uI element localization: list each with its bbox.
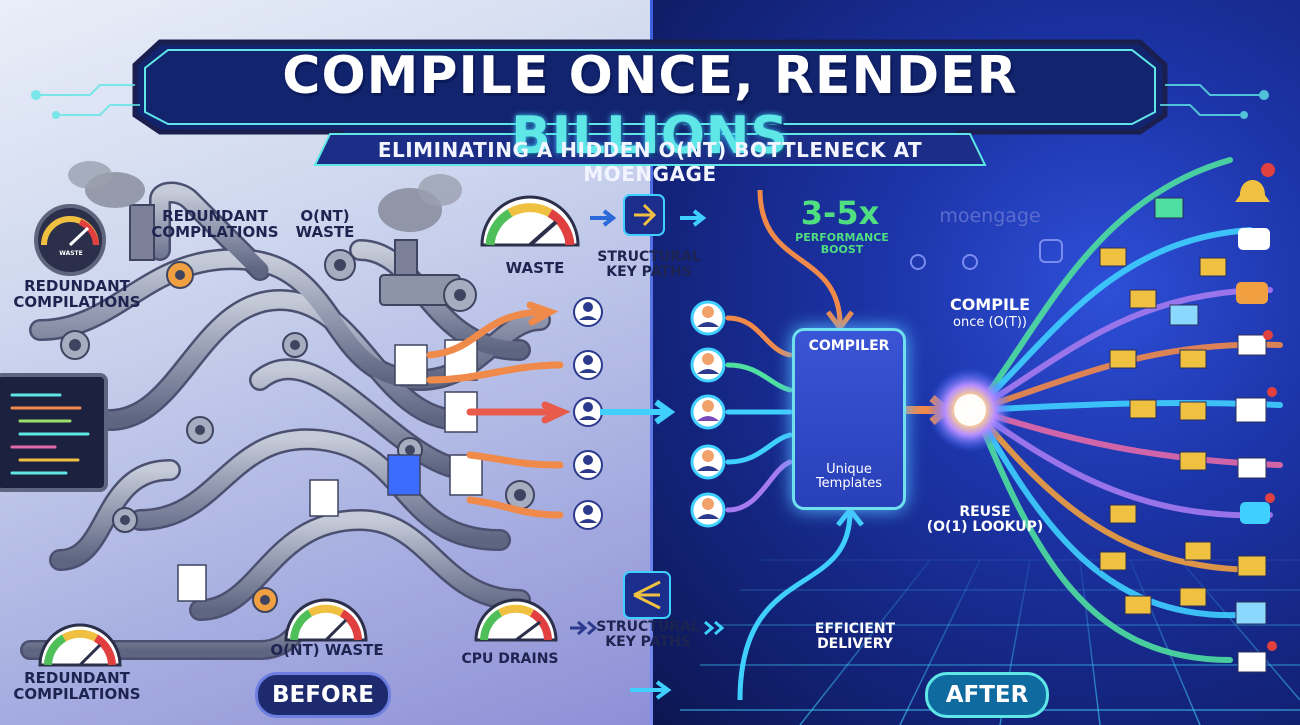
- redundant-arrows: [426, 301, 571, 519]
- brand-icons: [910, 239, 1063, 270]
- label-redundant-left: REDUNDANT COMPILATIONS: [13, 277, 141, 312]
- label-redundant-top: REDUNDANT COMPILATIONS: [151, 207, 279, 242]
- label-structural-bottom: STRUCTURAL KEY PATHS: [596, 619, 700, 651]
- gauge-icon: [34, 195, 580, 667]
- compiler-box: [792, 328, 906, 510]
- title-banner: [31, 39, 1269, 166]
- label-structural-top: STRUCTURAL KEY PATHS: [597, 249, 701, 281]
- delivery-arrow: [737, 511, 853, 701]
- boost-value: 3-5x: [800, 194, 880, 232]
- label-ont-waste-top: O(NT) WASTE: [295, 207, 355, 242]
- code-monitor-icon: [0, 373, 108, 492]
- compiler-subtitle: Unique Templates: [815, 462, 883, 492]
- page-subtitle: ELIMINATING A HIDDEN O(NT) BOTTLENECK AT…: [377, 138, 923, 186]
- title-highlight: BILLIONS: [511, 106, 789, 166]
- label-ont-waste-bottom: O(NT) WASTE: [270, 641, 384, 659]
- chat-bubble-icon: [1236, 228, 1270, 524]
- bell-icon: [1235, 163, 1277, 651]
- user-to-compiler-arrows: [725, 315, 793, 513]
- delivery-streams: [972, 157, 1283, 663]
- label-efficient-delivery: EFFICIENT DELIVERY: [814, 621, 896, 653]
- boost-arrow: [757, 189, 843, 326]
- page-title: COMPILE ONCE, RENDER BILLIONS: [150, 46, 1150, 166]
- gauge-text: WASTE: [59, 250, 83, 257]
- label-cpu-drains: CPU DRAINS: [461, 651, 559, 667]
- label-redundant-bottom: REDUNDANT COMPILATIONS: [13, 669, 141, 704]
- label-waste: WASTE: [505, 259, 565, 277]
- before-pill: BEFORE: [255, 672, 391, 718]
- label-compile: COMPILE: [949, 295, 1031, 314]
- label-reuse: REUSE (O(1) LOOKUP): [926, 504, 1044, 536]
- after-pill: AFTER: [925, 672, 1049, 718]
- document-icon: [177, 339, 483, 602]
- compiler-title: COMPILER: [808, 338, 890, 354]
- structural-key-icon: [570, 194, 725, 700]
- user-avatar: [690, 300, 726, 528]
- boost-label: PERFORMANCE BOOST: [795, 231, 889, 256]
- user-avatar: [573, 297, 603, 530]
- panel-divider: [650, 0, 653, 725]
- grid-floor: [680, 559, 1300, 725]
- title-main: COMPILE ONCE, RENDER: [282, 46, 1018, 106]
- smoke: [68, 161, 462, 306]
- brand-logo: moengage: [939, 205, 1041, 227]
- envelope-icon: [1099, 197, 1267, 673]
- label-compile-once: once (O(T)): [953, 315, 1027, 330]
